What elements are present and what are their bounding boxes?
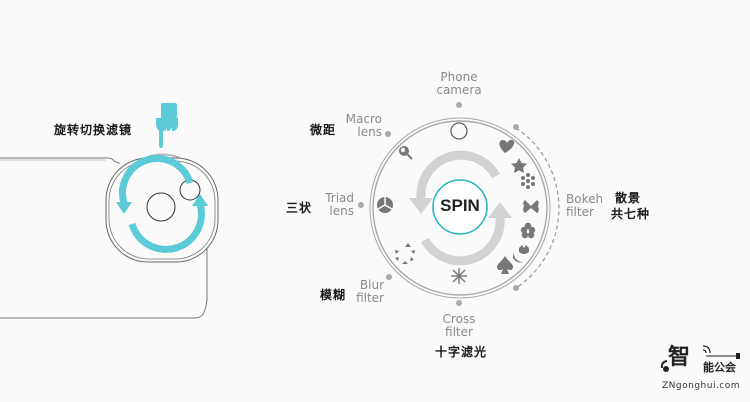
star-icon xyxy=(511,158,527,173)
label-macro-cn: 微距 xyxy=(310,123,337,137)
heart-icon xyxy=(499,139,515,153)
blur-filter-icon xyxy=(395,243,415,264)
butterfly-icon xyxy=(523,200,539,213)
label-blur-cn: 模糊 xyxy=(320,288,347,302)
label-cross-filter: Cross filter xyxy=(442,312,476,339)
label-macro-lens: Macro lens xyxy=(345,112,382,139)
rotate-instruction: 旋转切换滤镜 xyxy=(54,123,133,137)
dial-ring xyxy=(369,117,551,299)
label-cross-cn: 十字滤光 xyxy=(434,345,487,359)
tulip-icon xyxy=(513,245,529,263)
spin-button-ring xyxy=(432,179,488,235)
spin-arrows-icon xyxy=(409,150,512,266)
spin-label: SPIN xyxy=(440,196,480,215)
macro-lens-icon xyxy=(399,146,413,160)
snowflake-icon xyxy=(521,173,535,189)
cross-filter-icon xyxy=(451,268,467,284)
watermark-big-char: 智 xyxy=(668,345,691,370)
spade-icon xyxy=(497,256,513,274)
phone-camera-icon xyxy=(450,122,468,140)
watermark-url: ZNgonghui.com xyxy=(662,381,741,391)
label-triad-cn: 三状 xyxy=(286,201,313,215)
triad-lens-icon xyxy=(377,197,393,213)
rotate-arrows-icon xyxy=(116,155,208,253)
label-bokeh-cn: 散景 共七种 xyxy=(611,191,651,221)
flower-icon xyxy=(520,222,536,239)
watermark-cn: 能公会 xyxy=(703,361,736,374)
position-dots xyxy=(358,102,462,306)
bokeh-bracket xyxy=(515,127,560,289)
label-bokeh-filter: Bokeh filter xyxy=(566,192,604,219)
label-triad-lens: Triad lens xyxy=(325,191,354,218)
label-blur-filter: Blur filter xyxy=(356,278,384,305)
label-phone-camera: Phone camera xyxy=(436,70,482,97)
watermark-logo-icon xyxy=(660,345,740,372)
pointing-hand-icon xyxy=(156,103,178,148)
phone-body xyxy=(0,157,208,319)
